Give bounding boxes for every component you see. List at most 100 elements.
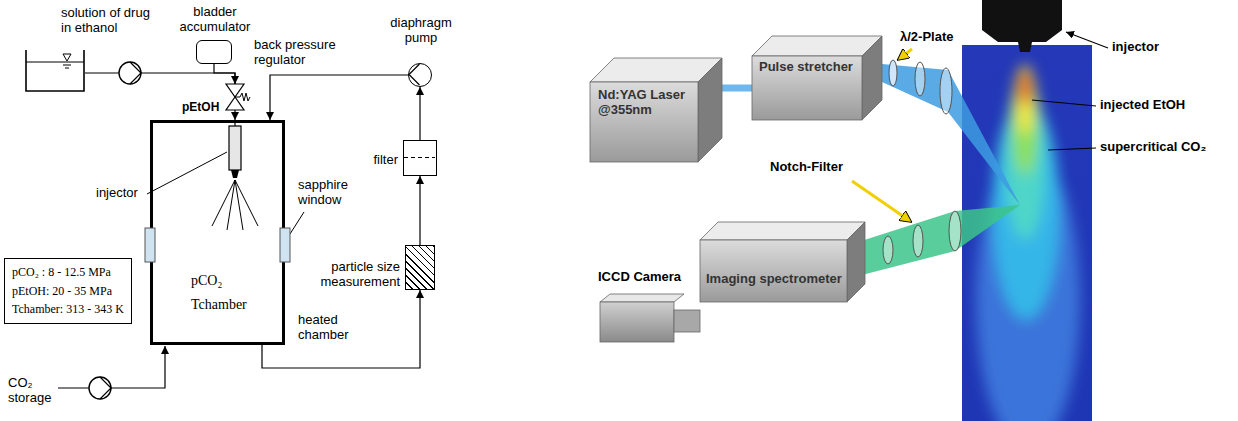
sapphire-window [280,228,290,262]
spray-image [976,65,1080,421]
injector-nozzle [982,0,1062,52]
injector-symbol [229,126,241,170]
edge-label: pEtOH [180,101,221,115]
lens-symbol [889,60,952,114]
lens-symbol [883,211,961,264]
laser-beam [722,85,752,92]
pump-symbol [119,62,141,84]
pipe-connector [262,290,420,368]
pulse-stretcher-box [752,36,882,120]
sapphire-window [145,228,290,262]
pipe-connector [234,110,235,120]
box-front-face [700,240,847,302]
part-label: λ/2-Plate [900,30,953,45]
leader-line [1032,100,1096,106]
spray-image [962,45,1092,421]
node-label: diaphragm pump [381,16,461,46]
part-label: CO₂ storage [8,376,62,406]
pump-symbol [409,64,430,85]
pipe-connector [270,75,408,120]
filter-medium [404,157,435,158]
injector-symbol [212,120,258,230]
pointer-arrow [899,49,912,59]
spray-image [1012,65,1038,175]
lens-symbol [940,68,952,114]
camera-top [600,294,684,302]
camera-body [600,302,674,342]
node-text: Tchamber [191,297,247,313]
signal-beam [858,205,1020,276]
node-label: heated chamber [298,313,358,343]
node-label: solution of drug in ethanol [61,6,161,36]
spray-image [1016,65,1034,135]
leader-line [290,212,304,234]
injector-symbol [231,170,239,178]
box-front-face [752,56,862,120]
iccd-camera: ICCD Camera [600,292,700,344]
leader-line [1066,32,1108,48]
bladder-accumulator: bladder accumulator [196,40,232,64]
pump-symbol [130,62,141,84]
leader-line [1048,148,1096,150]
laser-box: Nd:YAG Laser @355nm [590,58,722,162]
node-label: back pressure regulator [254,38,354,68]
lens-symbol [883,236,893,264]
part-label: sapphire window [298,178,360,208]
pipe-connector [419,87,420,140]
pulse-stretcher-box: Pulse stretcher [752,36,882,120]
callout-label: supercritical CO₂ [1100,140,1206,155]
pipe-connector [214,64,235,84]
solution-tank [25,50,85,92]
pump-symbol: diaphragm pump [408,63,432,87]
node-text: pCO₂ [191,273,222,289]
pump-symbol [89,377,111,399]
filter-box [404,141,435,174]
node-label: Pulse stretcher [759,60,853,75]
signal-beam [858,205,1020,276]
spectrometer-box: Imaging spectrometer [700,222,865,302]
injector-symbol [212,180,258,230]
node-label: bladder accumulator [175,5,255,35]
part-label: injector [96,186,138,201]
node-text: pEtOH: 20 - 35 MPa [12,282,124,301]
co2-feed-line [58,346,165,388]
parameter-box: pCO₂ : 8 - 12.5 MPapEtOH: 20 - 35 MPaTch… [4,258,132,324]
box-side-face [862,36,882,120]
injector-nozzle [982,0,1062,52]
node-text: Tchamber: 313 - 343 K [12,300,124,319]
vessel-outline [26,50,84,91]
leader-line [147,152,227,194]
box-side-face [847,222,865,302]
lens-symbol [915,62,925,96]
spray-image [976,65,1080,421]
spray-image [1019,70,1031,106]
part-label: Notch-Filter [770,160,843,175]
leader-line [1032,32,1108,150]
pump-symbol [119,62,141,84]
particle-size-cell: particle size measurement [405,245,435,290]
camera-lens [674,310,700,332]
pump-symbol [409,64,420,85]
excitation-beam [882,64,1020,205]
pipe-connector [85,73,235,84]
leader-line [147,152,227,194]
back-pressure-valve: back pressure regulator [226,84,244,110]
box-top-face [752,36,882,56]
spring-symbol [235,93,250,101]
node-label: particle size measurement [310,260,400,290]
pointer-arrow [852,181,910,221]
node-label: Imaging spectrometer [706,272,842,287]
heated-chamber: heated chamberpCO₂Tchamber [150,120,285,345]
pump-symbol [89,377,111,399]
sapphire-window [145,228,155,262]
spectrometer-box [700,222,865,302]
lens-symbol [949,211,961,251]
node-label: Nd:YAG Laser @355nm [598,88,694,118]
pipe-connector [419,176,420,245]
solution-tank: solution of drug in ethanol [25,50,85,92]
box-front-face [590,82,698,162]
connector-group [85,64,752,368]
